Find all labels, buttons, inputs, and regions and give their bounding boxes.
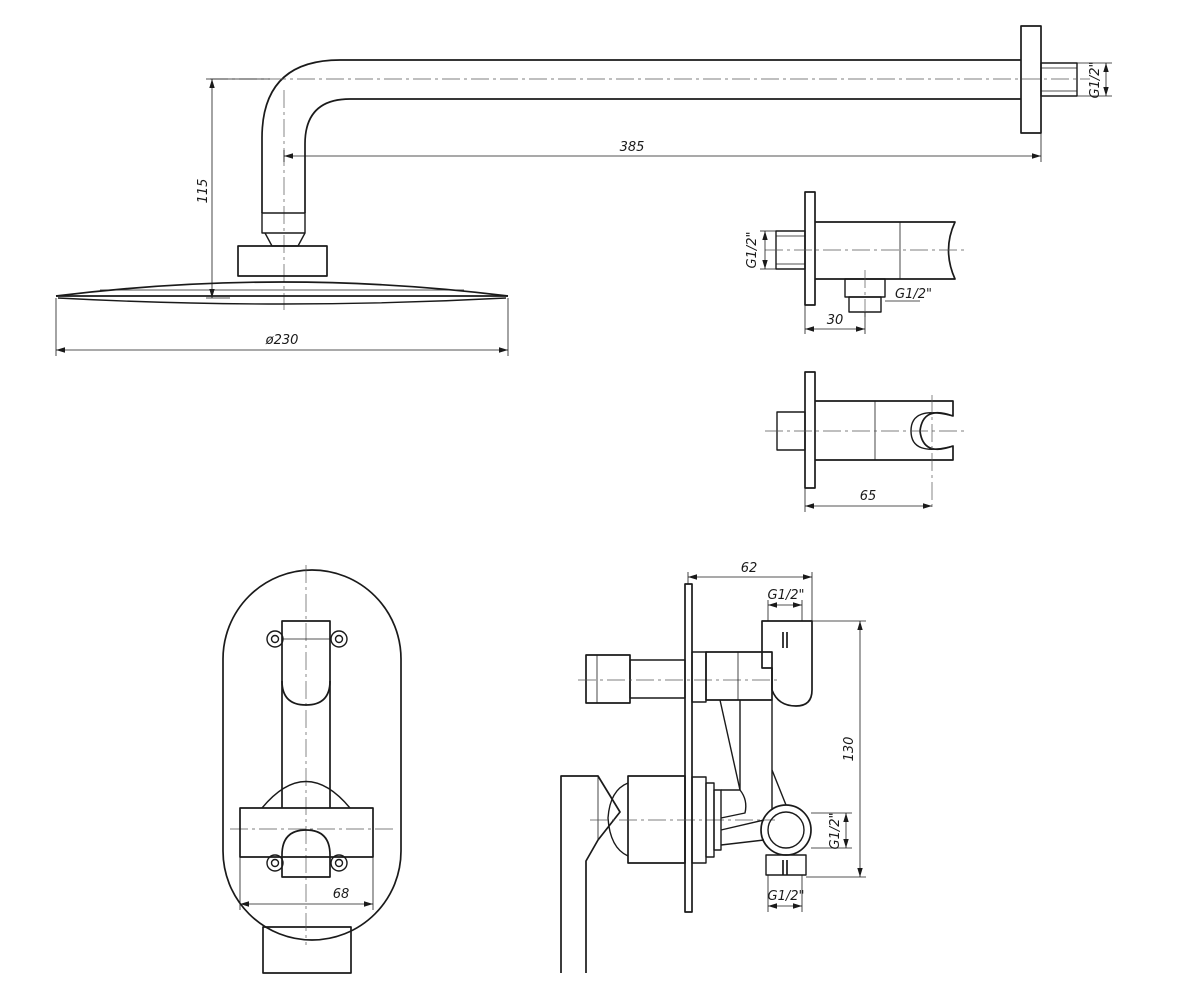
connect-pipe <box>771 769 787 806</box>
outlet-body <box>815 221 956 280</box>
mixer-front-view: 68 <box>222 565 402 974</box>
dim-385-label: 385 <box>620 140 645 155</box>
diverter-knob <box>585 654 631 704</box>
ball-joint-neck <box>264 232 306 247</box>
side-inlet-inner <box>767 811 805 849</box>
ball-joint-nut <box>261 212 306 234</box>
dim-arm-thread-label: G1/2" <box>1088 62 1103 99</box>
cartridge-dome <box>261 780 351 809</box>
diverter-shaft <box>629 659 686 699</box>
dim-top-thread-label: G1/2" <box>768 588 805 603</box>
wall-outlet-side-view: G1/2" G1/2" 30 <box>745 191 965 334</box>
mount-ear-bottom-right <box>330 854 348 872</box>
shower-arm-inner <box>304 98 1021 213</box>
arm-wall-flange <box>1020 25 1042 134</box>
mixer-lever-stub <box>262 926 352 974</box>
cartridge-link <box>720 839 765 846</box>
diverter-collar <box>691 651 707 703</box>
mixer-side-view: 62 G1/2" 130 G1/2" G1/2" <box>560 561 866 973</box>
dim-68-label: 68 <box>333 887 350 902</box>
lower-valve-block <box>239 807 374 858</box>
wall-holder-top-view: 65 <box>765 371 965 512</box>
cartridge-link <box>720 819 765 831</box>
mixer-lever <box>560 775 621 973</box>
connect-pipe <box>719 699 741 791</box>
dim-65-label: 65 <box>860 489 877 504</box>
head-hub <box>237 245 328 277</box>
dim-side-thread-label: G1/2" <box>828 813 843 850</box>
side-wall-plate <box>684 583 693 913</box>
mount-ear-bottom-left <box>266 854 284 872</box>
shower-head-view: 385 115 ø230 G1/2" <box>55 25 1112 356</box>
cartridge-front <box>607 782 629 857</box>
dim-130-label: 130 <box>842 737 857 762</box>
dim-bottom-thread-label: G1/2" <box>768 889 805 904</box>
head-disc-top <box>55 281 509 297</box>
mount-ear-top-left <box>266 630 284 648</box>
dim-outlet-thread-label: G1/2" <box>895 287 932 302</box>
outlet-flange <box>804 191 816 306</box>
cartridge-body <box>627 775 686 864</box>
cartridge-ring <box>713 789 722 851</box>
arm-thread-nipple <box>1040 62 1078 97</box>
dim-30-label: 30 <box>827 313 844 328</box>
holder-flange <box>804 371 816 489</box>
mixer-cover-plate <box>222 569 402 941</box>
dim-inlet-thread-label: G1/2" <box>745 232 760 269</box>
head-disc-underside <box>57 297 507 305</box>
top-outlet-elbow <box>761 620 813 707</box>
dim-230-label: ø230 <box>265 333 299 348</box>
dim-62-label: 62 <box>741 561 758 576</box>
dim-115-label: 115 <box>196 179 211 204</box>
mount-ear-top-right <box>330 630 348 648</box>
bottom-outlet-stub <box>765 854 807 876</box>
lower-valve-bore <box>281 829 331 878</box>
cartridge-back <box>720 789 747 819</box>
shower-arm-outer <box>261 59 1021 213</box>
